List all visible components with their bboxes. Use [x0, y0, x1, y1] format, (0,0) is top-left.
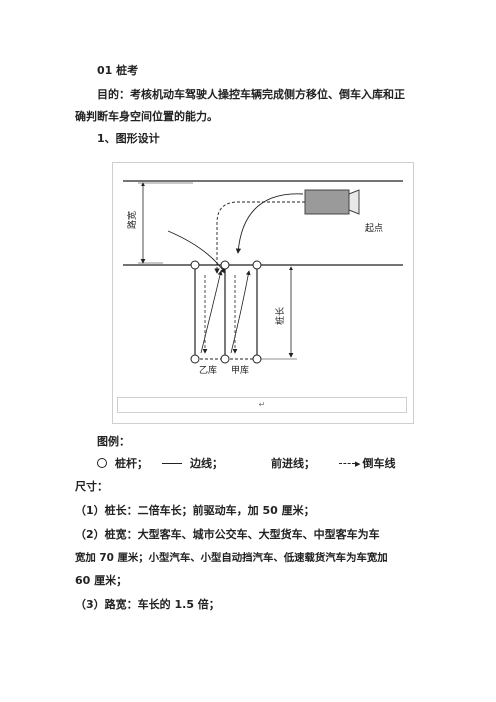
car-body	[304, 189, 350, 215]
pole-length-label: 桩长	[274, 307, 286, 325]
start-label: 起点	[365, 223, 383, 234]
purpose-line-1: 目的：考核机动车驾驶人操控车辆完成侧方移位、倒车入库和正	[97, 88, 405, 101]
pole-icon	[252, 260, 262, 270]
pole-icon	[220, 260, 230, 270]
legend-reverse: ▸倒车线	[339, 455, 396, 471]
size-title: 尺寸：	[75, 480, 108, 493]
legend-pole: 桩杆；	[97, 455, 148, 471]
garage-a-label: 甲库	[231, 364, 249, 376]
legend-forward: 前进线；	[271, 457, 315, 470]
doc-heading: 01 桩考	[97, 64, 139, 77]
size-item-2-line-2: 宽加 70 厘米；小型汽车、小型自动挡汽车、低速载货汽车为车宽加	[75, 552, 388, 564]
road-width-label: 路宽	[126, 211, 138, 229]
pole-icon	[190, 260, 200, 270]
purpose-line-2: 确判断车身空间位置的能力。	[75, 110, 218, 123]
car-front	[348, 189, 360, 215]
section-title: 1、图形设计	[97, 132, 160, 145]
dashed-arrow-icon	[339, 463, 355, 464]
size-item-1: （1）桩长：二倍车长；前驱动车，加 50 厘米；	[75, 504, 315, 517]
pole-icon	[252, 354, 262, 364]
reverse-curve-a	[235, 193, 304, 254]
reverse-curve-b	[167, 230, 226, 274]
size-item-2-line-1: （2）桩宽：大型客车、城市公交车、大型货车、中型客车为车	[75, 528, 380, 541]
legend-title: 图例：	[97, 435, 130, 448]
garage-b-label: 乙库	[199, 364, 217, 376]
size-item-3: （3）路宽：车长的 1.5 倍；	[75, 598, 220, 611]
solid-line-icon	[162, 463, 182, 464]
pile-test-diagram: 路宽 起点 桩长 乙库 甲库	[123, 180, 403, 376]
pole-icon	[220, 354, 230, 364]
circle-outline-icon	[97, 458, 107, 468]
figure-caption-box: ↵	[117, 397, 407, 413]
pole-icon	[190, 354, 200, 364]
legend-edge: 边线；	[162, 455, 223, 471]
forward-path	[214, 201, 305, 274]
size-item-2-line-3: 60 厘米；	[75, 574, 128, 587]
diagram-figure: 路宽 起点 桩长 乙库 甲库 ↵	[112, 162, 414, 424]
